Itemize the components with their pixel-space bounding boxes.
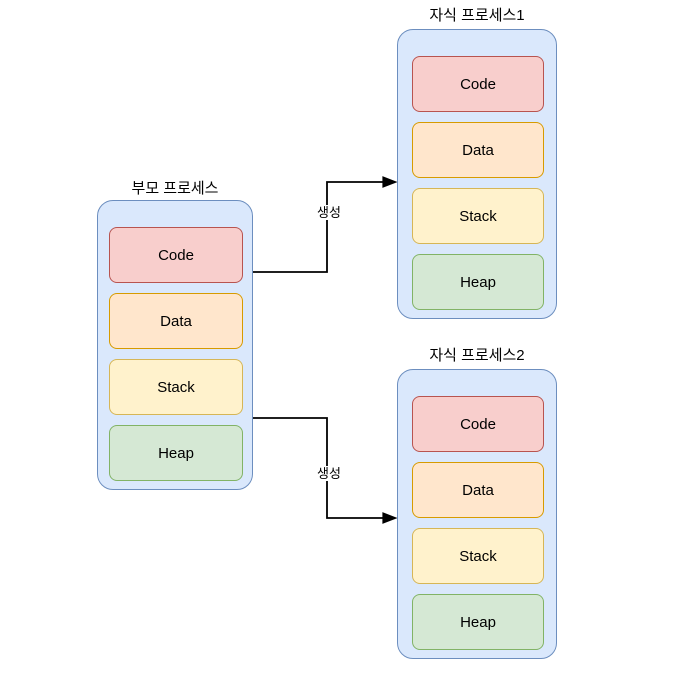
child2-segment-code-label: Code	[460, 415, 496, 433]
child2-segment-stack-label: Stack	[459, 547, 497, 565]
child2-segment-code[interactable]: Code	[412, 396, 544, 452]
child1-segment-data-label: Data	[462, 141, 494, 159]
child1-process-title: 자식 프로세스1	[429, 7, 525, 24]
child1-segment-heap[interactable]: Heap	[412, 254, 544, 310]
parent-segment-stack-label: Stack	[157, 378, 195, 396]
child1-segment-code-label: Code	[460, 75, 496, 93]
child1-segment-stack-label: Stack	[459, 207, 497, 225]
parent-segment-data-label: Data	[160, 312, 192, 330]
child2-segment-data[interactable]: Data	[412, 462, 544, 518]
child1-segment-code[interactable]: Code	[412, 56, 544, 112]
parent-segment-code[interactable]: Code	[109, 227, 243, 283]
parent-segment-stack[interactable]: Stack	[109, 359, 243, 415]
parent-segment-data[interactable]: Data	[109, 293, 243, 349]
child1-segment-heap-label: Heap	[460, 273, 496, 291]
child2-segment-stack[interactable]: Stack	[412, 528, 544, 584]
child2-segment-heap-label: Heap	[460, 613, 496, 631]
child1-segment-stack[interactable]: Stack	[412, 188, 544, 244]
parent-process-title: 부모 프로세스	[131, 180, 219, 197]
child1-segment-data[interactable]: Data	[412, 122, 544, 178]
child2-segment-data-label: Data	[462, 481, 494, 499]
connector-parent-to-child1	[253, 176, 398, 273]
parent-segment-heap-label: Heap	[158, 444, 194, 462]
edge-label-create-2: 생성	[305, 466, 353, 481]
child2-process-title: 자식 프로세스2	[429, 347, 525, 364]
edge-label-create-1: 생성	[305, 205, 353, 220]
child1-process-group[interactable]: Code Data Stack Heap	[397, 29, 557, 319]
child2-segment-heap[interactable]: Heap	[412, 594, 544, 650]
parent-segment-heap[interactable]: Heap	[109, 425, 243, 481]
parent-process-group[interactable]: Code Data Stack Heap	[97, 200, 253, 490]
child2-process-group[interactable]: Code Data Stack Heap	[397, 369, 557, 659]
parent-segment-code-label: Code	[158, 246, 194, 264]
